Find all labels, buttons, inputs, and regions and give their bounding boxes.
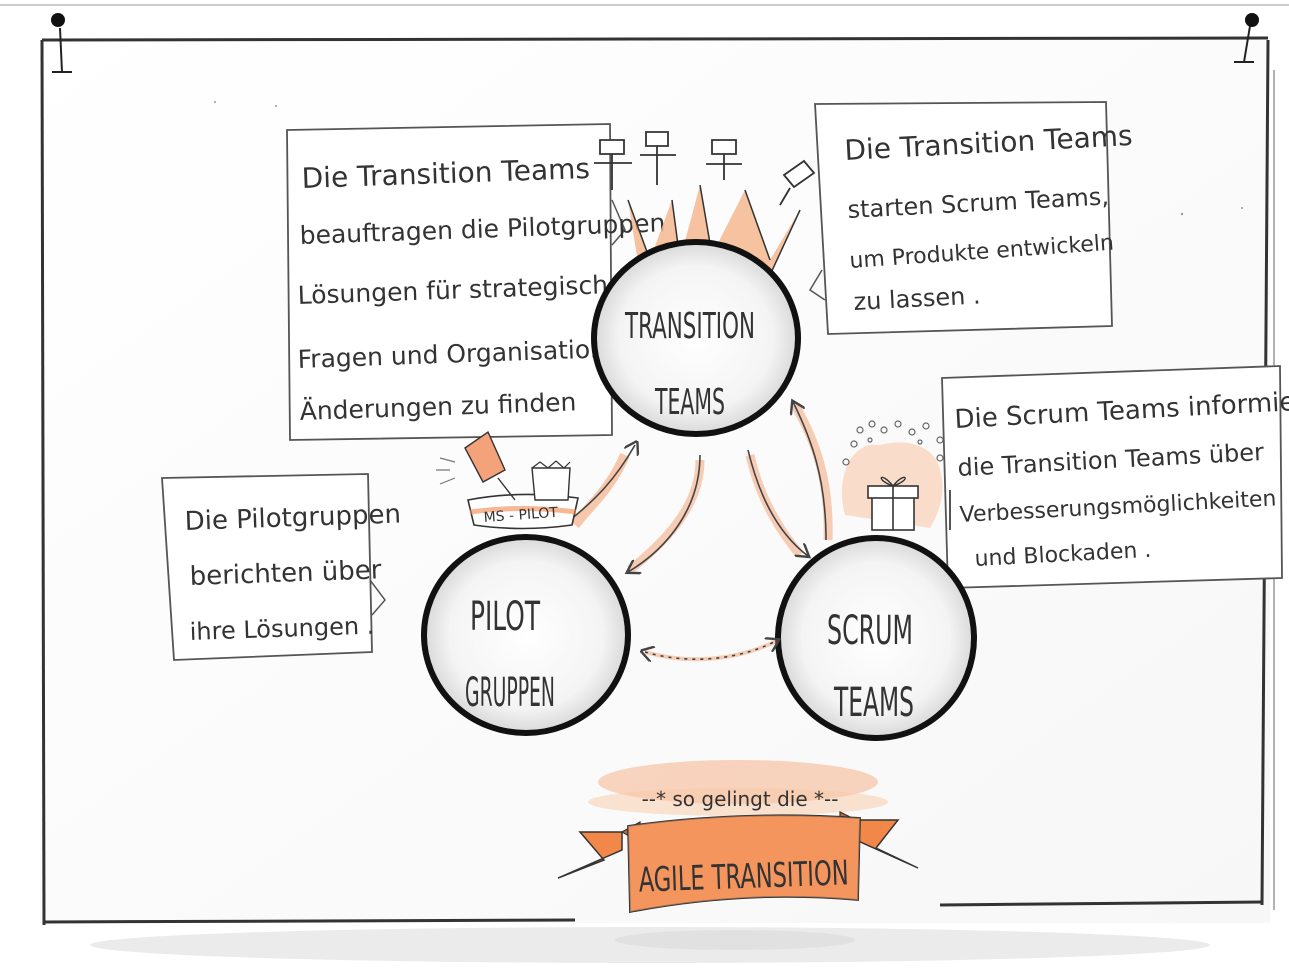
- banner: --* so gelingt die *-- AGILE TRANSITION: [557, 760, 919, 950]
- arrow-scrum-transition: [793, 402, 827, 541]
- arrow-transition-pilot: [569, 445, 635, 521]
- node-transition-line1: TRANSITION: [624, 306, 755, 347]
- pushpin-icon-left: [51, 13, 72, 73]
- note-pilot-report: Die Pilotgruppen berichten über ihre Lös…: [161, 473, 401, 661]
- pilot-pot-label: MS - PILOT: [483, 505, 559, 526]
- note-scrum-to-transition: Die Scrum Teams informieren die Transiti…: [941, 365, 1289, 589]
- node-scrum-line1: SCRUM: [827, 608, 913, 654]
- node-pilot-line1: PILOT: [470, 594, 540, 640]
- node-scrum-line2: TEAMS: [833, 680, 914, 726]
- arrow-transition-scrum: [747, 449, 808, 556]
- pilot-pot-icon: MS - PILOT: [436, 430, 579, 530]
- note-l-line2: berichten über: [189, 555, 382, 592]
- note-transition-to-pilot: Die Transition Teams beauftragen die Pil…: [286, 123, 666, 441]
- node-pilot-line2: GRUPPEN: [465, 670, 555, 716]
- arrow-pilot-scrum: [645, 640, 778, 659]
- arrow-transition-pilot-down: [628, 454, 701, 572]
- note-transition-to-scrum: Die Transition Teams starten Scrum Teams…: [808, 101, 1133, 335]
- banner-subtitle: --* so gelingt die *--: [642, 787, 839, 811]
- pushpin-icon-right: [1234, 13, 1259, 63]
- note-l-line3: ihre Lösungen .: [189, 612, 375, 646]
- node-pilot-gruppen: PILOT GRUPPEN: [421, 534, 631, 736]
- banner-title: AGILE TRANSITION: [638, 853, 849, 900]
- note-tr-line4: zu lassen .: [853, 281, 981, 316]
- arrows: [569, 402, 833, 659]
- node-scrum-teams: SCRUM TEAMS: [775, 535, 977, 741]
- gift-icon: [841, 420, 944, 531]
- node-transition-teams: TRANSITION TEAMS: [591, 239, 801, 437]
- node-transition-line2: TEAMS: [654, 382, 725, 423]
- pencil-dots: [214, 101, 1243, 216]
